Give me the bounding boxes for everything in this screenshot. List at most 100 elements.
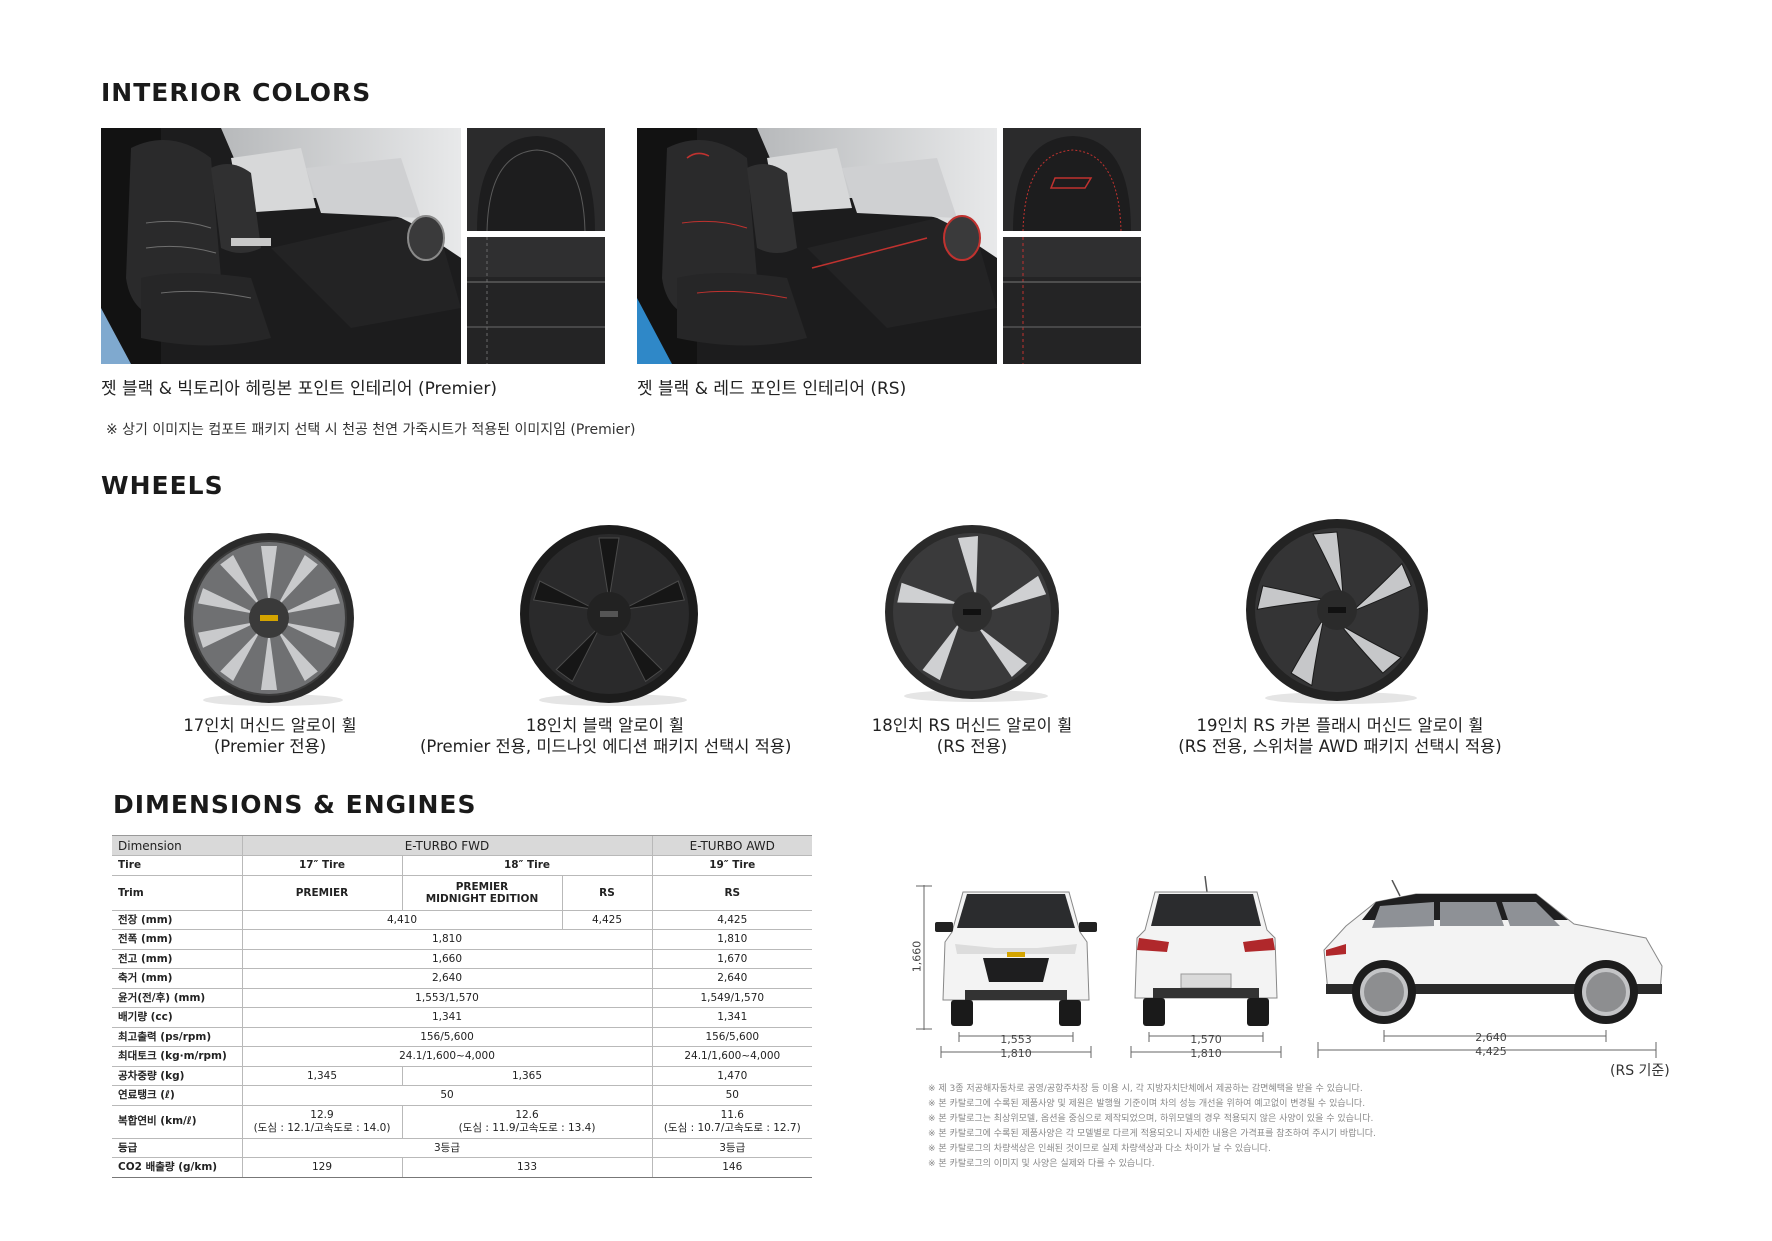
wheel-caption-4-name: 19인치 RS 카본 플래시 머신드 알로이 휠 <box>1196 716 1484 735</box>
spec-row-torque: 최대토크 (kg·m/rpm) 24.1/1,600~4,000 24.1/1,… <box>112 1046 813 1067</box>
disclaimer-list: ※ 제 3종 저공해자동차로 공영/공항주차장 등 이용 시, 각 지방자치단체… <box>928 1082 1376 1172</box>
spec-row-tire: Tire 17″ Tire 18″ Tire 19″ Tire <box>112 855 813 876</box>
front-dimension-lines <box>935 1032 1097 1062</box>
spec-cell: 12.6(도심 : 11.9/고속도로 : 13.4) <box>401 1104 653 1139</box>
spec-cell-line: (도심 : 12.1/고속도로 : 14.0) <box>253 1121 391 1134</box>
spec-cell: 4,425 <box>651 909 813 930</box>
spec-label: Tire <box>112 855 242 876</box>
spec-header-row: Dimension E-TURBO FWD E-TURBO AWD <box>112 835 813 856</box>
height-dimension-label: 1,660 <box>910 940 924 973</box>
premier-headrest-detail-photo <box>467 128 605 231</box>
spec-cell: 129 <box>241 1157 402 1178</box>
wheels-title: WHEELS <box>101 471 224 500</box>
wheel-18-rs-machined-image <box>882 522 1062 702</box>
car-side-view <box>1316 880 1672 1030</box>
spec-cell: 1,810 <box>651 929 813 950</box>
front-width-label: 1,810 <box>1000 1047 1032 1060</box>
spec-cell: RS <box>561 874 653 911</box>
spec-cell: 1,341 <box>651 1007 813 1028</box>
spec-cell: 3등급 <box>241 1137 653 1158</box>
interior-colors-title: INTERIOR COLORS <box>101 78 372 107</box>
spec-label: CO2 배출량 (g/km) <box>112 1157 242 1178</box>
spec-label: 축거 (mm) <box>112 968 242 989</box>
disclaimer-item: ※ 본 카탈로그의 이미지 및 사양은 실제와 다를 수 있습니다. <box>928 1159 1155 1169</box>
car-front-view <box>935 882 1097 1032</box>
spec-label: 배기량 (cc) <box>112 1007 242 1028</box>
wheelbase-label: 2,640 <box>1475 1031 1507 1044</box>
spec-row-width: 전폭 (mm) 1,810 1,810 <box>112 929 813 950</box>
spec-cell: 146 <box>651 1157 813 1178</box>
premier-interior-photo <box>101 128 461 364</box>
spec-row-grade: 등급 3등급 3등급 <box>112 1137 813 1158</box>
spec-cell: 24.1/1,600~4,000 <box>651 1046 813 1067</box>
disclaimer-item: ※ 제 3종 저공해자동차로 공영/공항주차장 등 이용 시, 각 지방자치단체… <box>928 1084 1363 1094</box>
wheel-caption-1-name: 17인치 머신드 알로이 휠 <box>183 716 357 735</box>
wheel-caption-1: 17인치 머신드 알로이 휠 (Premier 전용) <box>170 715 370 757</box>
spec-cell-line: PREMIER <box>455 880 509 893</box>
spec-row-power: 최고출력 (ps/rpm) 156/5,600 156/5,600 <box>112 1026 813 1047</box>
spec-cell: 2,640 <box>241 968 653 989</box>
spec-header-awd: E-TURBO AWD <box>651 835 813 856</box>
spec-row-displacement: 배기량 (cc) 1,341 1,341 <box>112 1007 813 1028</box>
spec-cell: 1,341 <box>241 1007 653 1028</box>
rs-interior-caption: 젯 블랙 & 레드 포인트 인테리어 (RS) <box>637 379 907 399</box>
spec-label: 최고출력 (ps/rpm) <box>112 1026 242 1047</box>
spec-label: 복합연비 (km/ℓ) <box>112 1104 242 1139</box>
premier-interior-caption: 젯 블랙 & 빅토리아 헤링본 포인트 인테리어 (Premier) <box>101 379 497 399</box>
spec-cell-line: 11.6 <box>720 1108 744 1121</box>
wheel-caption-4-note: (RS 전용, 스위처블 AWD 패키지 선택시 적용) <box>1178 737 1502 756</box>
wheel-17-machined-image <box>181 530 357 706</box>
rs-seat-stitch-photo <box>1003 237 1141 364</box>
wheel-18-black-image <box>517 522 701 706</box>
rs-interior-photo <box>637 128 997 364</box>
spec-cell: 11.6(도심 : 10.7/고속도로 : 12.7) <box>651 1104 813 1139</box>
spec-cell: 19″ Tire <box>651 855 813 876</box>
wheel-caption-1-note: (Premier 전용) <box>213 737 327 756</box>
spec-label: 연료탱크 (ℓ) <box>112 1085 242 1106</box>
dimensions-title: DIMENSIONS & ENGINES <box>113 790 477 819</box>
spec-row-height: 전고 (mm) 1,660 1,670 <box>112 948 813 969</box>
car-rear-view <box>1125 876 1287 1032</box>
spec-label: 최대토크 (kg·m/rpm) <box>112 1046 242 1067</box>
rear-tread-label: 1,570 <box>1190 1033 1222 1046</box>
spec-cell-line: MIDNIGHT EDITION <box>425 892 539 905</box>
wheel-caption-3-note: (RS 전용) <box>936 737 1008 756</box>
disclaimer-item: ※ 본 카탈로그의 차량색상은 인쇄된 것이므로 실제 차량색상과 다소 차이가… <box>928 1144 1271 1154</box>
spec-label: 전고 (mm) <box>112 948 242 969</box>
front-tread-label: 1,553 <box>1000 1033 1032 1046</box>
spec-row-weight: 공차중량 (kg) 1,345 1,365 1,470 <box>112 1065 813 1086</box>
interior-note: ※ 상기 이미지는 컴포트 패키지 선택 시 천공 천연 가죽시트가 적용된 이… <box>106 422 636 438</box>
spec-cell: 4,410 <box>241 909 562 930</box>
spec-row-tread: 윤거(전/후) (mm) 1,553/1,570 1,549/1,570 <box>112 987 813 1008</box>
rear-dimension-lines <box>1125 1032 1287 1062</box>
spec-cell: 133 <box>401 1157 653 1178</box>
spec-table: Dimension E-TURBO FWD E-TURBO AWD Tire 1… <box>112 835 813 1178</box>
spec-row-co2: CO2 배출량 (g/km) 129 133 146 <box>112 1157 813 1178</box>
spec-cell: 1,660 <box>241 948 653 969</box>
spec-cell: 1,553/1,570 <box>241 987 653 1008</box>
rear-width-label: 1,810 <box>1190 1047 1222 1060</box>
spec-cell: 156/5,600 <box>651 1026 813 1047</box>
spec-cell: 1,345 <box>241 1065 402 1086</box>
spec-cell-line: 12.6 <box>515 1108 539 1121</box>
spec-cell: 2,640 <box>651 968 813 989</box>
rs-headrest-detail-photo <box>1003 128 1141 231</box>
spec-cell-line: (도심 : 10.7/고속도로 : 12.7) <box>663 1121 801 1134</box>
wheel-19-rs-carbon-flash-image <box>1243 516 1431 704</box>
spec-label: 윤거(전/후) (mm) <box>112 987 242 1008</box>
spec-cell: 1,470 <box>651 1065 813 1086</box>
wheel-caption-2-name: 18인치 블랙 알로이 휠 <box>525 716 685 735</box>
spec-cell-line: (도심 : 11.9/고속도로 : 13.4) <box>458 1121 596 1134</box>
spec-cell: 17″ Tire <box>241 855 402 876</box>
spec-cell: 18″ Tire <box>401 855 653 876</box>
spec-cell: 50 <box>241 1085 653 1106</box>
wheel-caption-2-note: (Premier 전용, 미드나잇 에디션 패키지 선택시 적용) <box>420 737 792 756</box>
spec-cell: 1,549/1,570 <box>651 987 813 1008</box>
wheel-caption-4: 19인치 RS 카본 플래시 머신드 알로이 휠 (RS 전용, 스위처블 AW… <box>1170 715 1510 757</box>
spec-cell: PREMIER <box>241 874 402 911</box>
spec-cell: 12.9(도심 : 12.1/고속도로 : 14.0) <box>241 1104 402 1139</box>
spec-cell: 1,365 <box>401 1065 653 1086</box>
wheel-caption-2: 18인치 블랙 알로이 휠 (Premier 전용, 미드나잇 에디션 패키지 … <box>420 715 792 757</box>
